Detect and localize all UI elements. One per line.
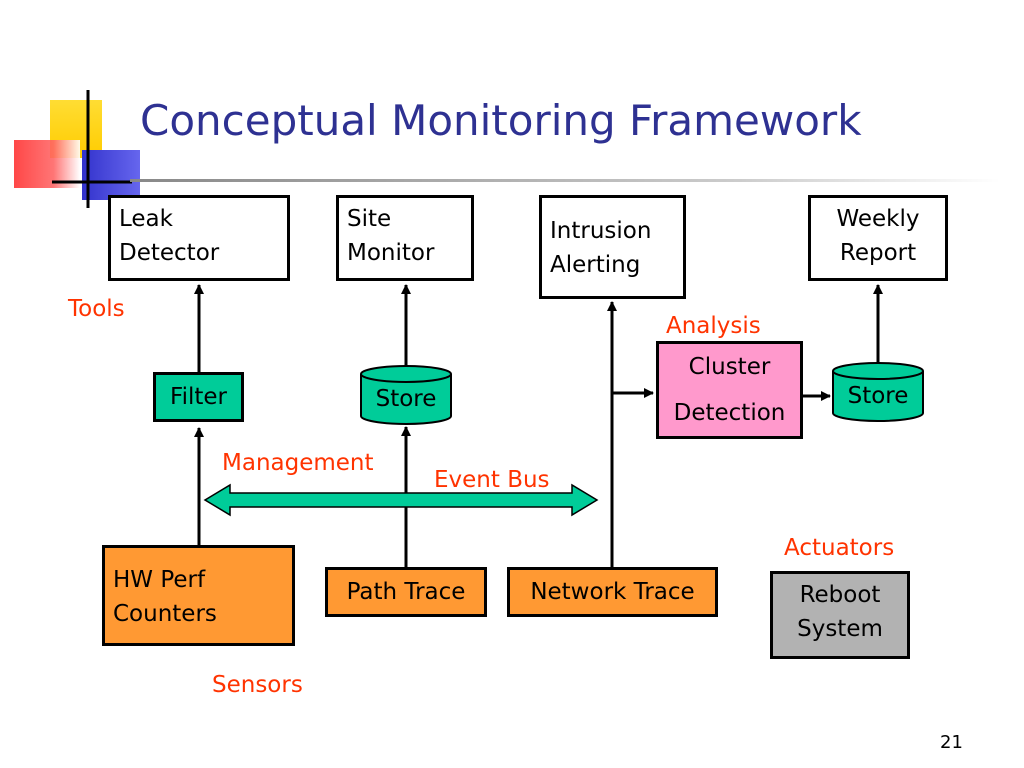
cluster-detection-line-1: Cluster bbox=[688, 354, 771, 380]
hw-perf-counters-line-2: Counters bbox=[113, 601, 217, 627]
label-sensors: Sensors bbox=[212, 672, 303, 698]
weekly-report-box: Weekly Report bbox=[808, 195, 948, 281]
intrusion-alerting-line-2: Alerting bbox=[550, 252, 641, 278]
store-left-label: Store bbox=[375, 386, 437, 412]
path-trace-label: Path Trace bbox=[346, 579, 466, 605]
reboot-system-box: Reboot System bbox=[770, 571, 910, 659]
blue-square bbox=[82, 150, 140, 200]
label-analysis: Analysis bbox=[666, 313, 761, 339]
leak-detector-line-1: Leak bbox=[119, 206, 173, 232]
weekly-report-line-2: Report bbox=[839, 240, 917, 266]
label-tools: Tools bbox=[68, 296, 125, 322]
weekly-report-line-1: Weekly bbox=[836, 206, 920, 232]
site-monitor-line-1: Site bbox=[347, 206, 392, 232]
title-rule bbox=[130, 179, 1000, 182]
leak-detector-box: Leak Detector bbox=[108, 195, 290, 281]
path-trace-box: Path Trace bbox=[325, 567, 487, 617]
label-actuators: Actuators bbox=[784, 535, 895, 561]
cluster-detection-line-2: Detection bbox=[673, 400, 786, 426]
reboot-system-line-1: Reboot bbox=[799, 582, 881, 608]
site-monitor-line-2: Monitor bbox=[347, 240, 435, 266]
filter-box: Filter bbox=[153, 372, 244, 422]
label-management: Management bbox=[222, 450, 374, 476]
hw-perf-counters-line-1: HW Perf bbox=[113, 567, 206, 593]
leak-detector-line-2: Detector bbox=[119, 240, 220, 266]
site-monitor-box: Site Monitor bbox=[336, 195, 474, 281]
store-cylinder-left bbox=[360, 365, 452, 425]
filter-label: Filter bbox=[170, 384, 227, 410]
store-right-label: Store bbox=[847, 383, 909, 409]
hw-perf-counters-box: HW Perf Counters bbox=[102, 545, 295, 646]
event-bus-arrow bbox=[203, 483, 599, 517]
reboot-system-line-2: System bbox=[797, 616, 883, 642]
intrusion-alerting-line-1: Intrusion bbox=[550, 218, 652, 244]
intrusion-alerting-box: Intrusion Alerting bbox=[539, 195, 686, 299]
label-event-bus: Event Bus bbox=[434, 467, 550, 493]
slide-number: 21 bbox=[940, 732, 963, 753]
store-cylinder-right bbox=[832, 362, 924, 422]
red-square bbox=[14, 140, 80, 188]
decorative-squares-logo bbox=[14, 90, 140, 208]
slide-title: Conceptual Monitoring Framework bbox=[140, 96, 862, 145]
network-trace-label: Network Trace bbox=[530, 579, 695, 605]
cluster-detection-box: Cluster Detection bbox=[656, 341, 803, 439]
network-trace-box: Network Trace bbox=[507, 567, 718, 617]
